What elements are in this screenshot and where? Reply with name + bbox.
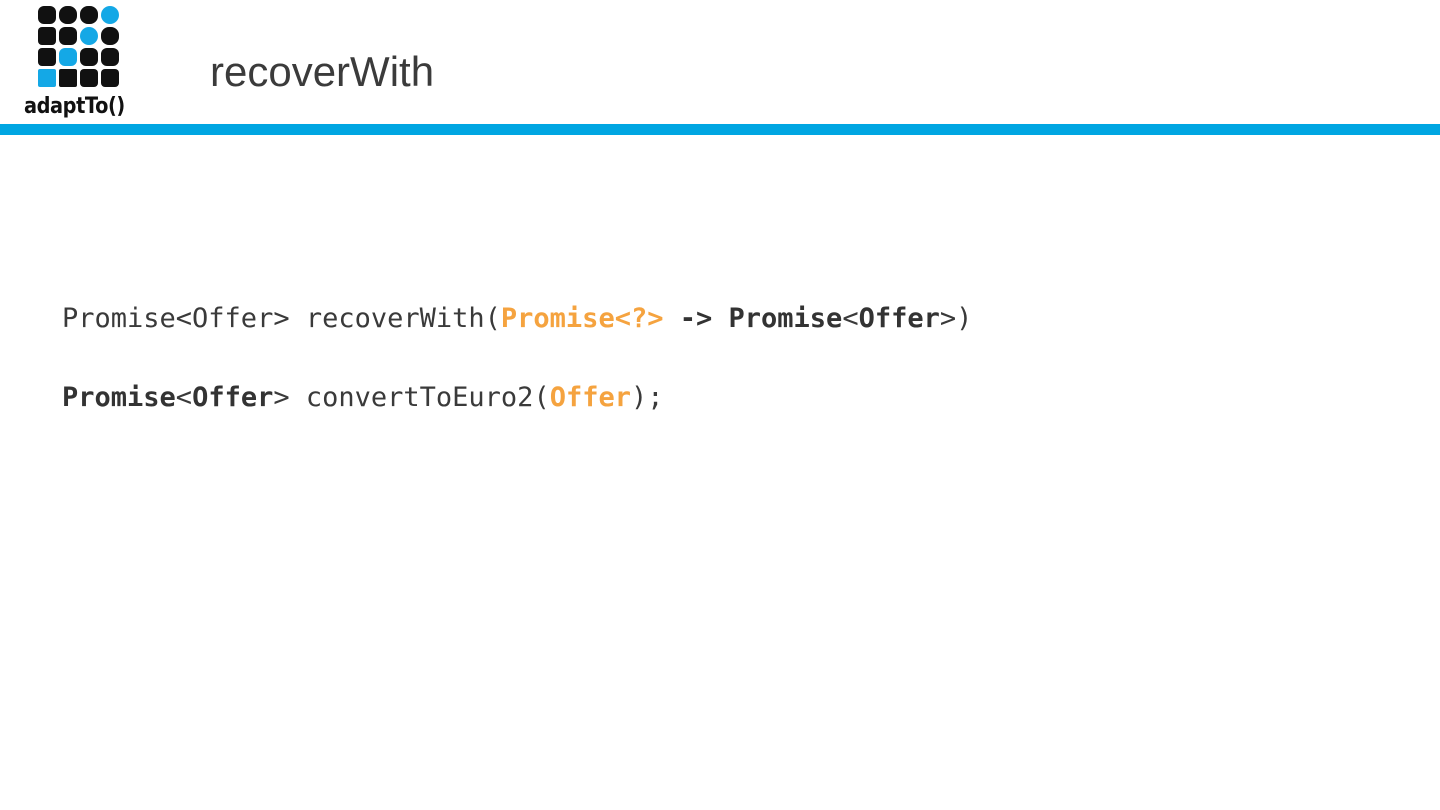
code-token-plain: ) bbox=[956, 303, 973, 334]
header-accent-bar bbox=[0, 124, 1440, 135]
logo-cell bbox=[101, 27, 119, 45]
slide-header: adaptTo() recoverWith bbox=[0, 0, 1440, 125]
code-line-signature: Promise<Offer> recoverWith(Promise<?> ->… bbox=[62, 299, 1382, 339]
code-token-accent: Promise<?> bbox=[500, 303, 664, 334]
logo-cell-accent bbox=[80, 27, 98, 45]
code-token-plain: ); bbox=[630, 382, 664, 413]
code-token-strong: Offer bbox=[858, 303, 940, 334]
code-token-accent: Offer bbox=[549, 382, 631, 413]
logo-cell bbox=[38, 48, 56, 66]
logo-cell-accent bbox=[59, 48, 77, 66]
code-token-strong: Promise bbox=[62, 382, 176, 413]
logo-cell bbox=[59, 69, 77, 87]
code-token-strong: -> bbox=[679, 303, 713, 334]
code-token-plain bbox=[663, 303, 679, 334]
code-line-usage: Promise<Offer> convertToEuro2(Offer); bbox=[62, 378, 1382, 418]
logo-cell bbox=[101, 69, 119, 87]
page-title: recoverWith bbox=[210, 48, 435, 95]
code-token-plain: convertToEuro2( bbox=[289, 382, 550, 413]
code-token-plain: > bbox=[273, 382, 290, 413]
code-token-plain bbox=[712, 303, 728, 334]
logo-cell bbox=[101, 48, 119, 66]
logo-cell bbox=[38, 6, 56, 24]
code-token-strong: Offer bbox=[192, 382, 274, 413]
logo-cell bbox=[38, 27, 56, 45]
brand-wordmark: adaptTo() bbox=[24, 94, 125, 119]
logo-cell-accent bbox=[101, 6, 119, 24]
logo-cell-accent bbox=[38, 69, 56, 87]
code-token-strong: Promise bbox=[728, 303, 843, 334]
code-token-plain: < bbox=[175, 382, 193, 413]
code-token-plain: < bbox=[842, 303, 859, 334]
logo-cell bbox=[80, 69, 98, 87]
brand-logo: adaptTo() bbox=[24, 4, 154, 122]
code-block: Promise<Offer> recoverWith(Promise<?> ->… bbox=[62, 299, 1382, 418]
logo-cell bbox=[80, 48, 98, 66]
code-token-plain: > bbox=[939, 303, 957, 334]
logo-cell bbox=[59, 27, 77, 45]
code-token-plain: Promise<Offer> recoverWith( bbox=[62, 303, 501, 334]
slide-content: Promise<Offer> recoverWith(Promise<?> ->… bbox=[0, 135, 1440, 810]
logo-cell bbox=[59, 6, 77, 24]
logo-cell bbox=[80, 6, 98, 24]
adaptto-grid-logo-icon bbox=[38, 6, 124, 92]
